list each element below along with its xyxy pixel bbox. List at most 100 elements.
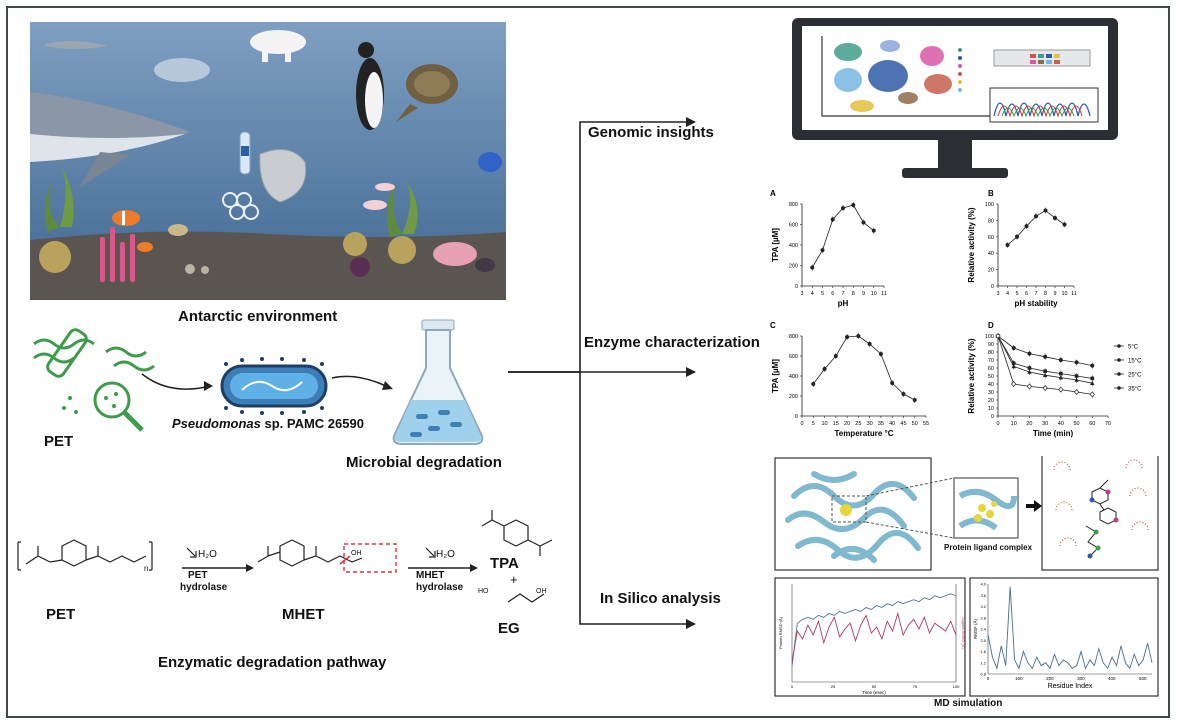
x-tick-label: 40	[889, 421, 895, 427]
y-tick-label: 30	[988, 390, 994, 396]
pathway-eg-label: EG	[498, 620, 520, 637]
enzyme2-line2: hydrolase	[416, 582, 464, 593]
x-tick-label: 25	[855, 421, 861, 427]
data-point	[851, 203, 856, 208]
data-point	[871, 228, 876, 233]
y-tick-label: 600	[789, 223, 798, 229]
data-point	[833, 354, 838, 358]
x-tick-label: 3	[996, 291, 999, 297]
x-tick-label: 7	[1034, 291, 1037, 297]
data-point	[1073, 389, 1080, 395]
organism-label: Pseudomonas sp. PAMC 26590	[172, 416, 364, 431]
flask-icon	[392, 319, 484, 445]
branch-enzyme: Enzyme characterization	[584, 334, 760, 351]
panel-letter: B	[988, 189, 994, 198]
y-axis-label: Relative activity (%)	[967, 338, 976, 413]
x-tick-label: 11	[1071, 291, 1077, 297]
arrow-bacteria-to-flask	[331, 375, 393, 390]
data-point	[1043, 354, 1048, 359]
protein-ribbon	[785, 471, 921, 563]
x-axis-label: Residue Index	[1048, 683, 1093, 690]
data-point	[810, 265, 815, 270]
data-point	[1027, 351, 1032, 356]
y-tick-label: 60	[988, 366, 994, 372]
data-point	[1024, 224, 1029, 229]
x-axis-label: Temperature °C	[834, 429, 893, 438]
x-tick-label: 5	[812, 421, 815, 427]
y-tick-label: 0	[991, 284, 994, 290]
pet-label: PET	[44, 433, 74, 450]
data-point	[1011, 346, 1016, 350]
legend-marker	[1117, 386, 1121, 390]
rmsd-series	[791, 611, 957, 663]
x-tick-label: 400	[1108, 676, 1116, 681]
x-tick-label: 70	[1105, 421, 1111, 427]
x-tick-label: 25	[831, 684, 836, 689]
x-tick-label: 3	[800, 291, 803, 297]
x-tick-label: 200	[1046, 676, 1054, 681]
rmsf-series	[987, 586, 1153, 670]
complex-caption: Protein ligand complex	[944, 543, 1033, 552]
legend-marker	[1117, 344, 1121, 348]
y-tick-label: 100	[985, 202, 994, 208]
data-point	[811, 382, 816, 386]
y-tick-label: 1.6	[980, 649, 986, 654]
x-tick-label: 0	[996, 421, 999, 427]
x-tick-label: 7	[841, 291, 844, 297]
y-axis-label: Protein RMSD (Å)	[778, 616, 783, 649]
x-axis-label: Time (min)	[1033, 429, 1074, 438]
monitor-icon	[792, 18, 1118, 178]
data-point	[1042, 385, 1048, 391]
y-axis-label: TPA [µM]	[771, 359, 780, 393]
antarctic-scene	[30, 22, 506, 300]
y-tick-label: 0.8	[980, 672, 986, 677]
x-tick-label: 55	[923, 421, 929, 427]
x-tick-label: 30	[1042, 421, 1048, 427]
data-point	[1090, 380, 1095, 385]
x-tick-label: 30	[867, 421, 873, 427]
pathway-plus-sign: +	[510, 572, 518, 587]
enzyme1-line2: hydrolase	[180, 582, 228, 593]
x-tick-label: 9	[1053, 291, 1056, 297]
branch-bracket	[508, 117, 696, 629]
x-tick-label: 45	[900, 421, 906, 427]
rmsd-series	[791, 593, 957, 667]
legend-label: 35°C	[1128, 387, 1142, 393]
data-point	[830, 217, 835, 222]
data-point	[1027, 366, 1032, 370]
data-point	[822, 367, 827, 371]
y-tick-label: 40	[988, 382, 994, 388]
x-tick-label: 20	[1026, 421, 1032, 427]
data-point	[995, 333, 1001, 339]
data-point	[1074, 360, 1079, 365]
x-tick-label: 40	[1058, 421, 1064, 427]
x-tick-label: 10	[1061, 291, 1067, 297]
x-tick-label: 9	[862, 291, 865, 297]
x-tick-label: 15	[833, 421, 839, 427]
pathway-structures	[17, 510, 553, 603]
data-point	[1042, 372, 1048, 377]
data-point	[890, 381, 895, 385]
branch-genomic: Genomic insights	[588, 124, 714, 141]
pathway-title: Enzymatic degradation pathway	[158, 654, 387, 671]
data-point	[1011, 364, 1016, 369]
x-tick-label: 10	[871, 291, 877, 297]
water-label-1: H₂O	[198, 549, 217, 560]
y-tick-label: 1.2	[980, 660, 986, 665]
y-axis-label: RMSF (Å)	[972, 619, 978, 639]
x-tick-label: 100	[1015, 676, 1023, 681]
x-tick-label: 50	[912, 421, 918, 427]
panel-letter: C	[770, 321, 776, 330]
x-tick-label: 8	[852, 291, 855, 297]
y-tick-label: 80	[988, 350, 994, 356]
md-caption: MD simulation	[934, 698, 1003, 709]
bacterium-icon	[220, 357, 328, 415]
legend-marker	[1117, 372, 1121, 376]
y-tick-label: 70	[988, 358, 994, 364]
y-tick-label: 60	[988, 235, 994, 241]
y-axis-label: Relative activity (%)	[967, 207, 976, 282]
